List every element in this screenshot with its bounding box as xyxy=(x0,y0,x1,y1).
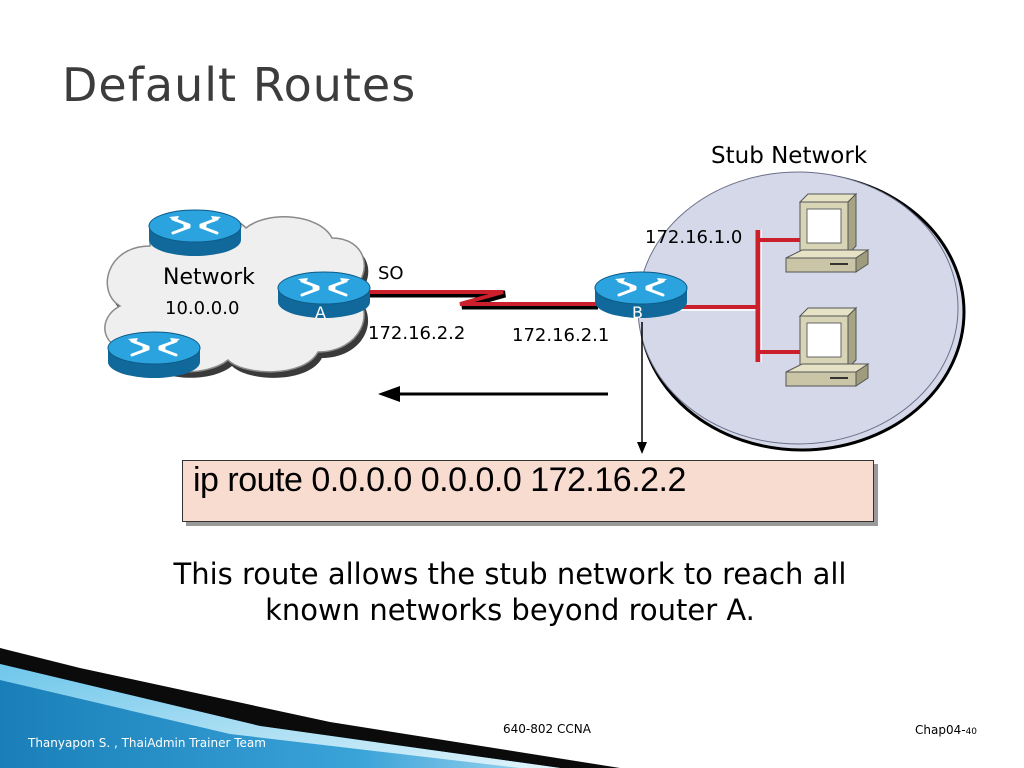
serial-link xyxy=(350,290,598,310)
serial-interface-label: SO xyxy=(378,263,404,284)
footer-decoration xyxy=(0,648,620,768)
router-cloud-bottom-icon xyxy=(106,330,202,380)
stub-network-label: Stub Network xyxy=(711,143,868,169)
router-cloud-top-icon xyxy=(147,208,243,258)
ip-b-label: 172.16.2.1 xyxy=(512,325,609,346)
direction-arrow-left xyxy=(378,386,608,402)
caption-line-2: known networks beyond router A. xyxy=(265,593,755,627)
slide-title: Default Routes xyxy=(62,58,417,112)
router-a-label: A xyxy=(315,303,326,322)
direction-arrow-down xyxy=(637,322,647,454)
network-label: Network xyxy=(163,265,255,290)
footer-chapter-label: Chap04- xyxy=(915,723,966,737)
command-box: ip route 0.0.0.0 0.0.0.0 172.16.2.2 xyxy=(182,460,874,522)
caption: This route allows the stub network to re… xyxy=(100,556,920,628)
footer-course: 640-802 CCNA xyxy=(503,722,591,736)
footer-author: Thanyapon S. , ThaiAdmin Trainer Team xyxy=(28,736,266,750)
ip-a-label: 172.16.2.2 xyxy=(368,323,465,344)
router-b-label: B xyxy=(632,303,643,322)
footer-page-number: 40 xyxy=(965,727,978,737)
network-address-label: 10.0.0.0 xyxy=(165,298,239,319)
caption-line-1: This route allows the stub network to re… xyxy=(173,557,847,591)
stub-subnet-label: 172.16.1.0 xyxy=(645,227,742,248)
footer-chapter: Chap04-40 xyxy=(915,723,977,737)
ip-route-command: ip route 0.0.0.0 0.0.0.0 172.16.2.2 xyxy=(193,461,686,499)
